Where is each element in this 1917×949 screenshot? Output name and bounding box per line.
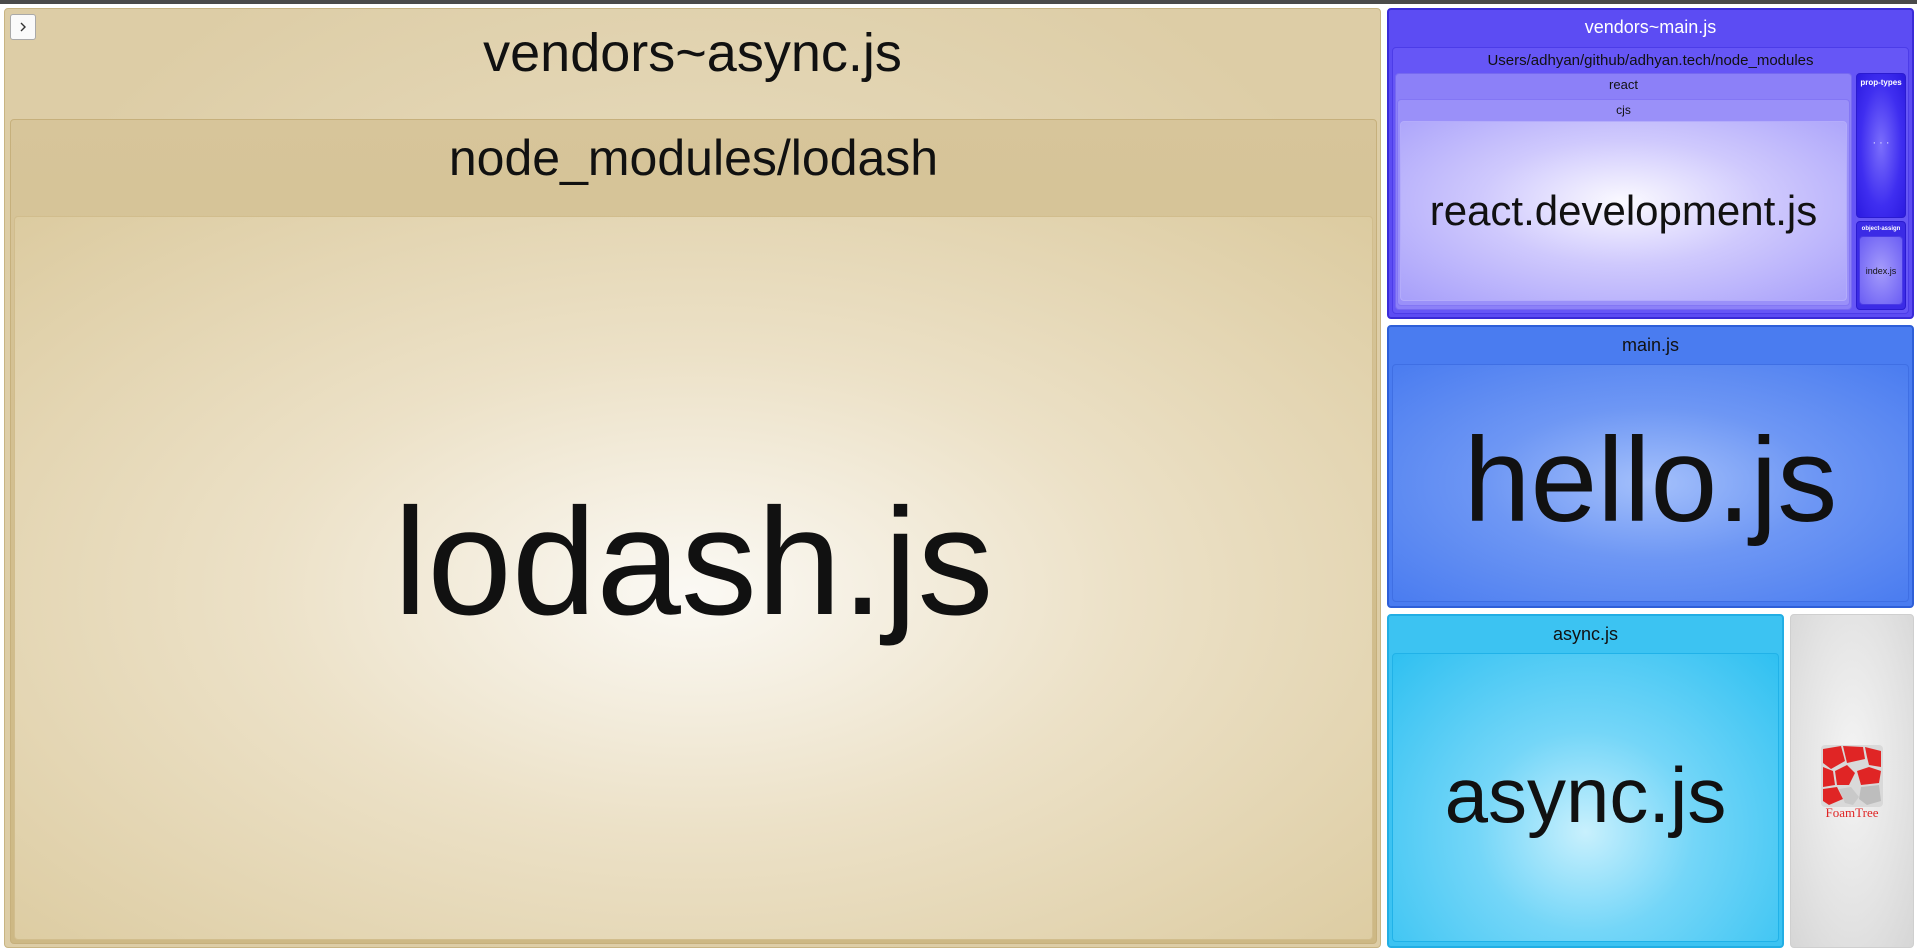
folder-prop-types-ellipsis: · · · [1872, 137, 1890, 149]
folder-node-modules-label: Users/adhyan/github/adhyan.tech/node_mod… [1487, 52, 1814, 69]
treemap-viewport[interactable]: vendors~async.js node_modules/lodash lod… [0, 4, 1917, 949]
chunk-main-label: main.js [1621, 335, 1679, 355]
folder-lodash-label: node_modules/lodash [448, 130, 939, 186]
foamtree-branding: FoamTree [1790, 614, 1914, 948]
module-react-development-js-label: react.development.js [1429, 187, 1818, 234]
module-lodash-js[interactable]: lodash.js [14, 216, 1373, 940]
folder-object-assign[interactable]: object-assign index.js [1856, 221, 1906, 310]
chunk-async[interactable]: async.js async.js [1387, 614, 1784, 948]
chunk-vendors-main-label: vendors~main.js [1584, 17, 1717, 37]
folder-react[interactable]: react cjs react.development.js [1395, 73, 1852, 310]
module-lodash-js-label: lodash.js [393, 477, 994, 647]
foamtree-brand-name: FoamTree [1825, 805, 1879, 820]
module-index-js-label: index.js [1865, 266, 1897, 276]
module-async-js-label: async.js [1444, 751, 1727, 839]
chunk-vendors-main[interactable]: vendors~main.js Users/adhyan/github/adhy… [1387, 8, 1914, 319]
folder-react-label: react [1609, 77, 1638, 92]
chunk-main[interactable]: main.js hello.js [1387, 325, 1914, 608]
chevron-right-icon [20, 22, 26, 32]
top-rule [0, 0, 1917, 4]
module-react-development-js[interactable]: react.development.js [1400, 121, 1847, 301]
module-hello-js-label: hello.js [1463, 413, 1838, 547]
sidebar-toggle-button[interactable] [10, 14, 36, 40]
chunk-async-label: async.js [1552, 624, 1619, 644]
folder-cjs[interactable]: cjs react.development.js [1397, 99, 1850, 306]
folder-node-modules[interactable]: Users/adhyan/github/adhyan.tech/node_mod… [1392, 47, 1909, 314]
chunk-vendors-async[interactable]: vendors~async.js node_modules/lodash lod… [4, 8, 1381, 948]
foamtree-logo-icon [1821, 745, 1883, 807]
folder-lodash[interactable]: node_modules/lodash lodash.js [10, 119, 1377, 944]
module-index-js[interactable]: index.js [1859, 236, 1903, 305]
chunk-vendors-async-label: vendors~async.js [483, 23, 902, 83]
folder-object-assign-label: object-assign [1861, 226, 1901, 232]
folder-prop-types-label: prop-types [1860, 78, 1902, 87]
folder-cjs-label: cjs [1616, 103, 1631, 117]
module-async-js[interactable]: async.js [1392, 653, 1779, 942]
module-hello-js[interactable]: hello.js [1392, 364, 1909, 602]
folder-prop-types[interactable]: prop-types · · · [1856, 73, 1906, 218]
